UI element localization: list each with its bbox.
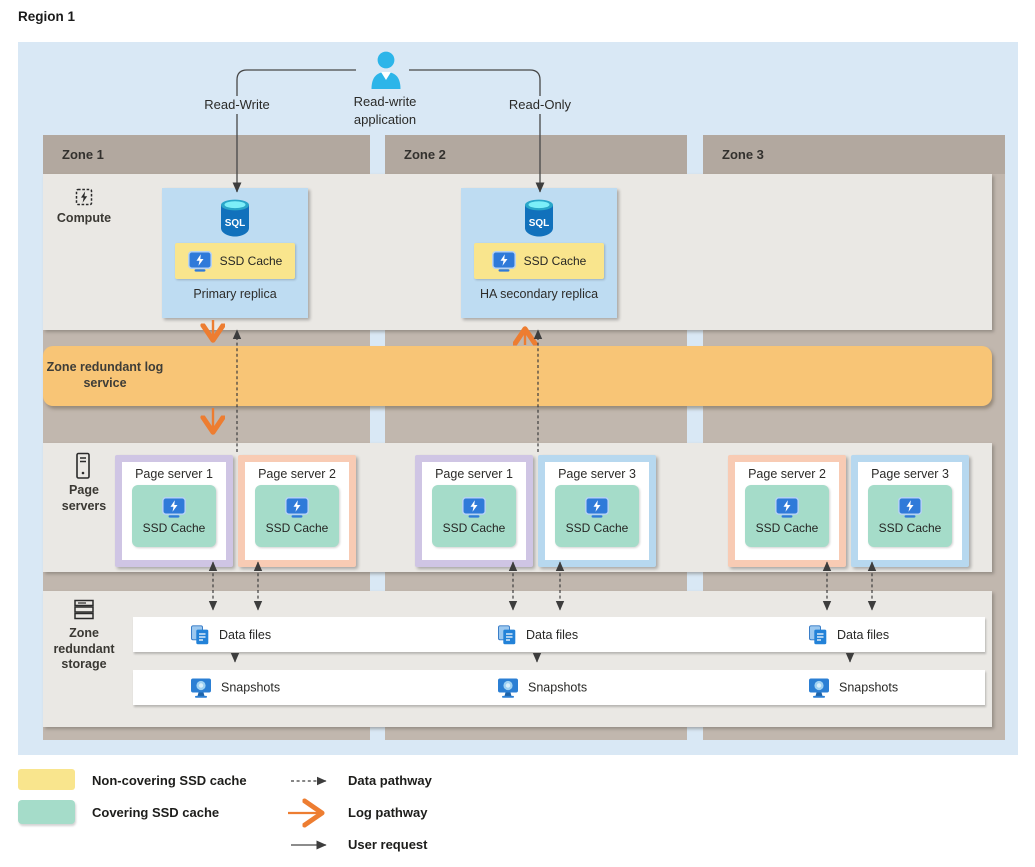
ssd-cache-label: SSD Cache (565, 521, 629, 535)
data-files-label: Data files (526, 627, 579, 642)
snapshots-item: Snapshots (190, 677, 280, 698)
storage-band (43, 591, 992, 727)
zone3-header: Zone 3 (703, 135, 1005, 174)
ssd-icon (585, 497, 609, 518)
svg-text:SQL: SQL (225, 218, 246, 229)
legend-data-pathway-label: Data pathway (348, 773, 432, 788)
ssd-icon (775, 497, 799, 518)
page-servers-section-label: Page servers (61, 483, 107, 513)
page-server-box: Page server 3 SSD Cache (538, 455, 656, 567)
page-server-title: Page server 1 (435, 467, 513, 481)
data-files-item: Data files (190, 624, 272, 645)
page-server-box: Page server 1 SSD Cache (115, 455, 233, 567)
page-server-box: Page server 3 SSD Cache (851, 455, 969, 567)
page-server-box: Page server 2 SSD Cache (238, 455, 356, 567)
page-server-box: Page server 2 SSD Cache (728, 455, 846, 567)
page-server-box: Page server 1 SSD Cache (415, 455, 533, 567)
storage-icon (74, 599, 94, 620)
ssd-cache-label: SSD Cache (755, 521, 819, 535)
log-service-label: Zone redundant log service (46, 360, 164, 390)
legend-log-pathway-label: Log pathway (348, 805, 428, 820)
replica-title: Primary replica (193, 287, 277, 301)
data-files-item: Data files (808, 624, 890, 645)
ssd-cache-label: SSD Cache (142, 521, 206, 535)
snapshots-row: Snapshots Snapshots Snapshots (133, 670, 985, 705)
data-files-icon (809, 624, 827, 644)
snapshots-label: Snapshots (221, 680, 281, 695)
snapshots-icon (809, 678, 829, 698)
snapshots-label: Snapshots (528, 680, 588, 695)
ssd-icon (462, 497, 486, 518)
page-server-title: Page server 1 (135, 467, 213, 481)
region-title: Region 1 (18, 9, 76, 24)
read-only-label: Read-Only (480, 96, 600, 114)
ssd-icon (491, 250, 516, 272)
snapshots-item: Snapshots (808, 677, 898, 698)
data-files-row: Data files Data files Data files (133, 617, 985, 652)
noncovering-ssd-cache: SSD Cache (175, 243, 295, 279)
noncovering-ssd-cache: SSD Cache (474, 243, 604, 279)
data-files-icon (191, 624, 209, 644)
covering-ssd-cache: SSD Cache (432, 485, 516, 547)
storage-section-label: Zone redundant storage (53, 626, 115, 672)
legend-noncovering-label: Non-covering SSD cache (92, 773, 247, 788)
primary-replica-box: SQL SSD Cache Primary replica (162, 188, 308, 318)
page-server-title: Page server 3 (871, 467, 949, 481)
zone1-header: Zone 1 (43, 135, 370, 174)
read-write-label: Read-Write (177, 96, 297, 114)
compute-section-label: Compute (56, 211, 112, 225)
ssd-cache-label: SSD Cache (523, 254, 587, 268)
ssd-icon (898, 497, 922, 518)
legend-covering-swatch (18, 800, 75, 824)
snapshots-icon (191, 678, 211, 698)
sql-database-icon: SQL (525, 199, 553, 237)
data-files-label: Data files (219, 627, 272, 642)
data-files-label: Data files (837, 627, 890, 642)
page-server-icon (76, 452, 90, 479)
ssd-cache-label: SSD Cache (878, 521, 942, 535)
page-server-title: Page server 3 (558, 467, 636, 481)
ssd-icon (162, 497, 186, 518)
read-write-application-label: Read-write application (331, 93, 439, 129)
page-server-title: Page server 2 (258, 467, 336, 481)
snapshots-icon (498, 678, 518, 698)
data-files-item: Data files (497, 624, 579, 645)
svg-text:SQL: SQL (529, 218, 550, 229)
covering-ssd-cache: SSD Cache (255, 485, 339, 547)
covering-ssd-cache: SSD Cache (868, 485, 952, 547)
legend-covering-label: Covering SSD cache (92, 805, 220, 820)
snapshots-item: Snapshots (497, 677, 587, 698)
covering-ssd-cache: SSD Cache (745, 485, 829, 547)
sql-database-icon: SQL (221, 199, 249, 237)
user-icon (371, 51, 401, 89)
covering-ssd-cache: SSD Cache (132, 485, 216, 547)
log-service-band (43, 346, 992, 406)
ssd-cache-label: SSD Cache (265, 521, 329, 535)
ssd-cache-label: SSD Cache (219, 254, 283, 268)
covering-ssd-cache: SSD Cache (555, 485, 639, 547)
snapshots-label: Snapshots (839, 680, 899, 695)
ssd-icon (187, 250, 212, 272)
ha-secondary-replica-box: SQL SSD Cache HA secondary replica (461, 188, 617, 318)
data-files-icon (498, 624, 516, 644)
legend-user-request-label: User request (348, 837, 428, 852)
replica-title: HA secondary replica (479, 287, 599, 301)
page-server-title: Page server 2 (748, 467, 826, 481)
compute-chip-icon (75, 188, 93, 206)
ssd-cache-label: SSD Cache (442, 521, 506, 535)
legend-noncovering-swatch (18, 769, 75, 790)
ssd-icon (285, 497, 309, 518)
zone2-header: Zone 2 (385, 135, 687, 174)
